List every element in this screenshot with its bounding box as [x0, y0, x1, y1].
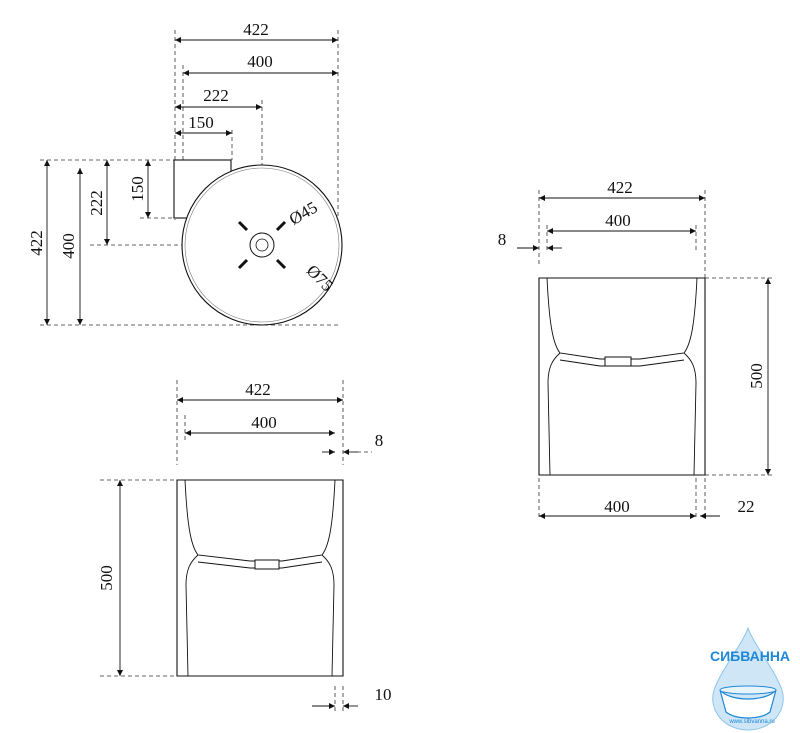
- top-width-150: 150: [188, 113, 214, 132]
- side-drain-outlet: [604, 356, 632, 367]
- logo-url: www.sibvanna.ru: [728, 719, 774, 725]
- top-width-400: 400: [247, 52, 273, 71]
- front-height-500: 500: [97, 565, 116, 591]
- top-view: 422 400 222 150 422 400 222 150 Ø45 Ø75: [27, 20, 343, 326]
- side-height-500: 500: [747, 363, 766, 389]
- top-height-400: 400: [59, 233, 78, 259]
- logo-name: СИБВАННА: [710, 648, 790, 664]
- top-height-222: 222: [87, 190, 106, 216]
- front-width-422: 422: [245, 380, 271, 399]
- top-height-422: 422: [27, 230, 46, 256]
- top-width-422: 422: [243, 20, 269, 39]
- basin-inner-circle: [184, 167, 340, 323]
- drain: [237, 220, 287, 270]
- side-width-422: 422: [607, 178, 633, 197]
- top-height-150: 150: [128, 176, 147, 202]
- front-wall-10: 10: [375, 685, 392, 704]
- front-width-400: 400: [251, 413, 277, 432]
- side-basin-body: [538, 277, 706, 476]
- side-width-400: 400: [605, 211, 631, 230]
- top-width-222: 222: [203, 86, 229, 105]
- front-basin-body: [176, 479, 344, 677]
- basin-outer-circle: [181, 164, 343, 326]
- front-view: 422 400 8 500 200 10: [97, 380, 392, 712]
- front-wall-8: 8: [375, 431, 384, 450]
- side-base-400: 400: [604, 497, 630, 516]
- side-view: 422 400 8 500 400 22: [498, 178, 775, 520]
- sibvanna-logo: СИБВАННА www.sibvanna.ru: [710, 626, 790, 731]
- side-wall-8: 8: [498, 230, 507, 249]
- front-drain-outlet: [254, 559, 280, 570]
- side-base-22: 22: [738, 497, 755, 516]
